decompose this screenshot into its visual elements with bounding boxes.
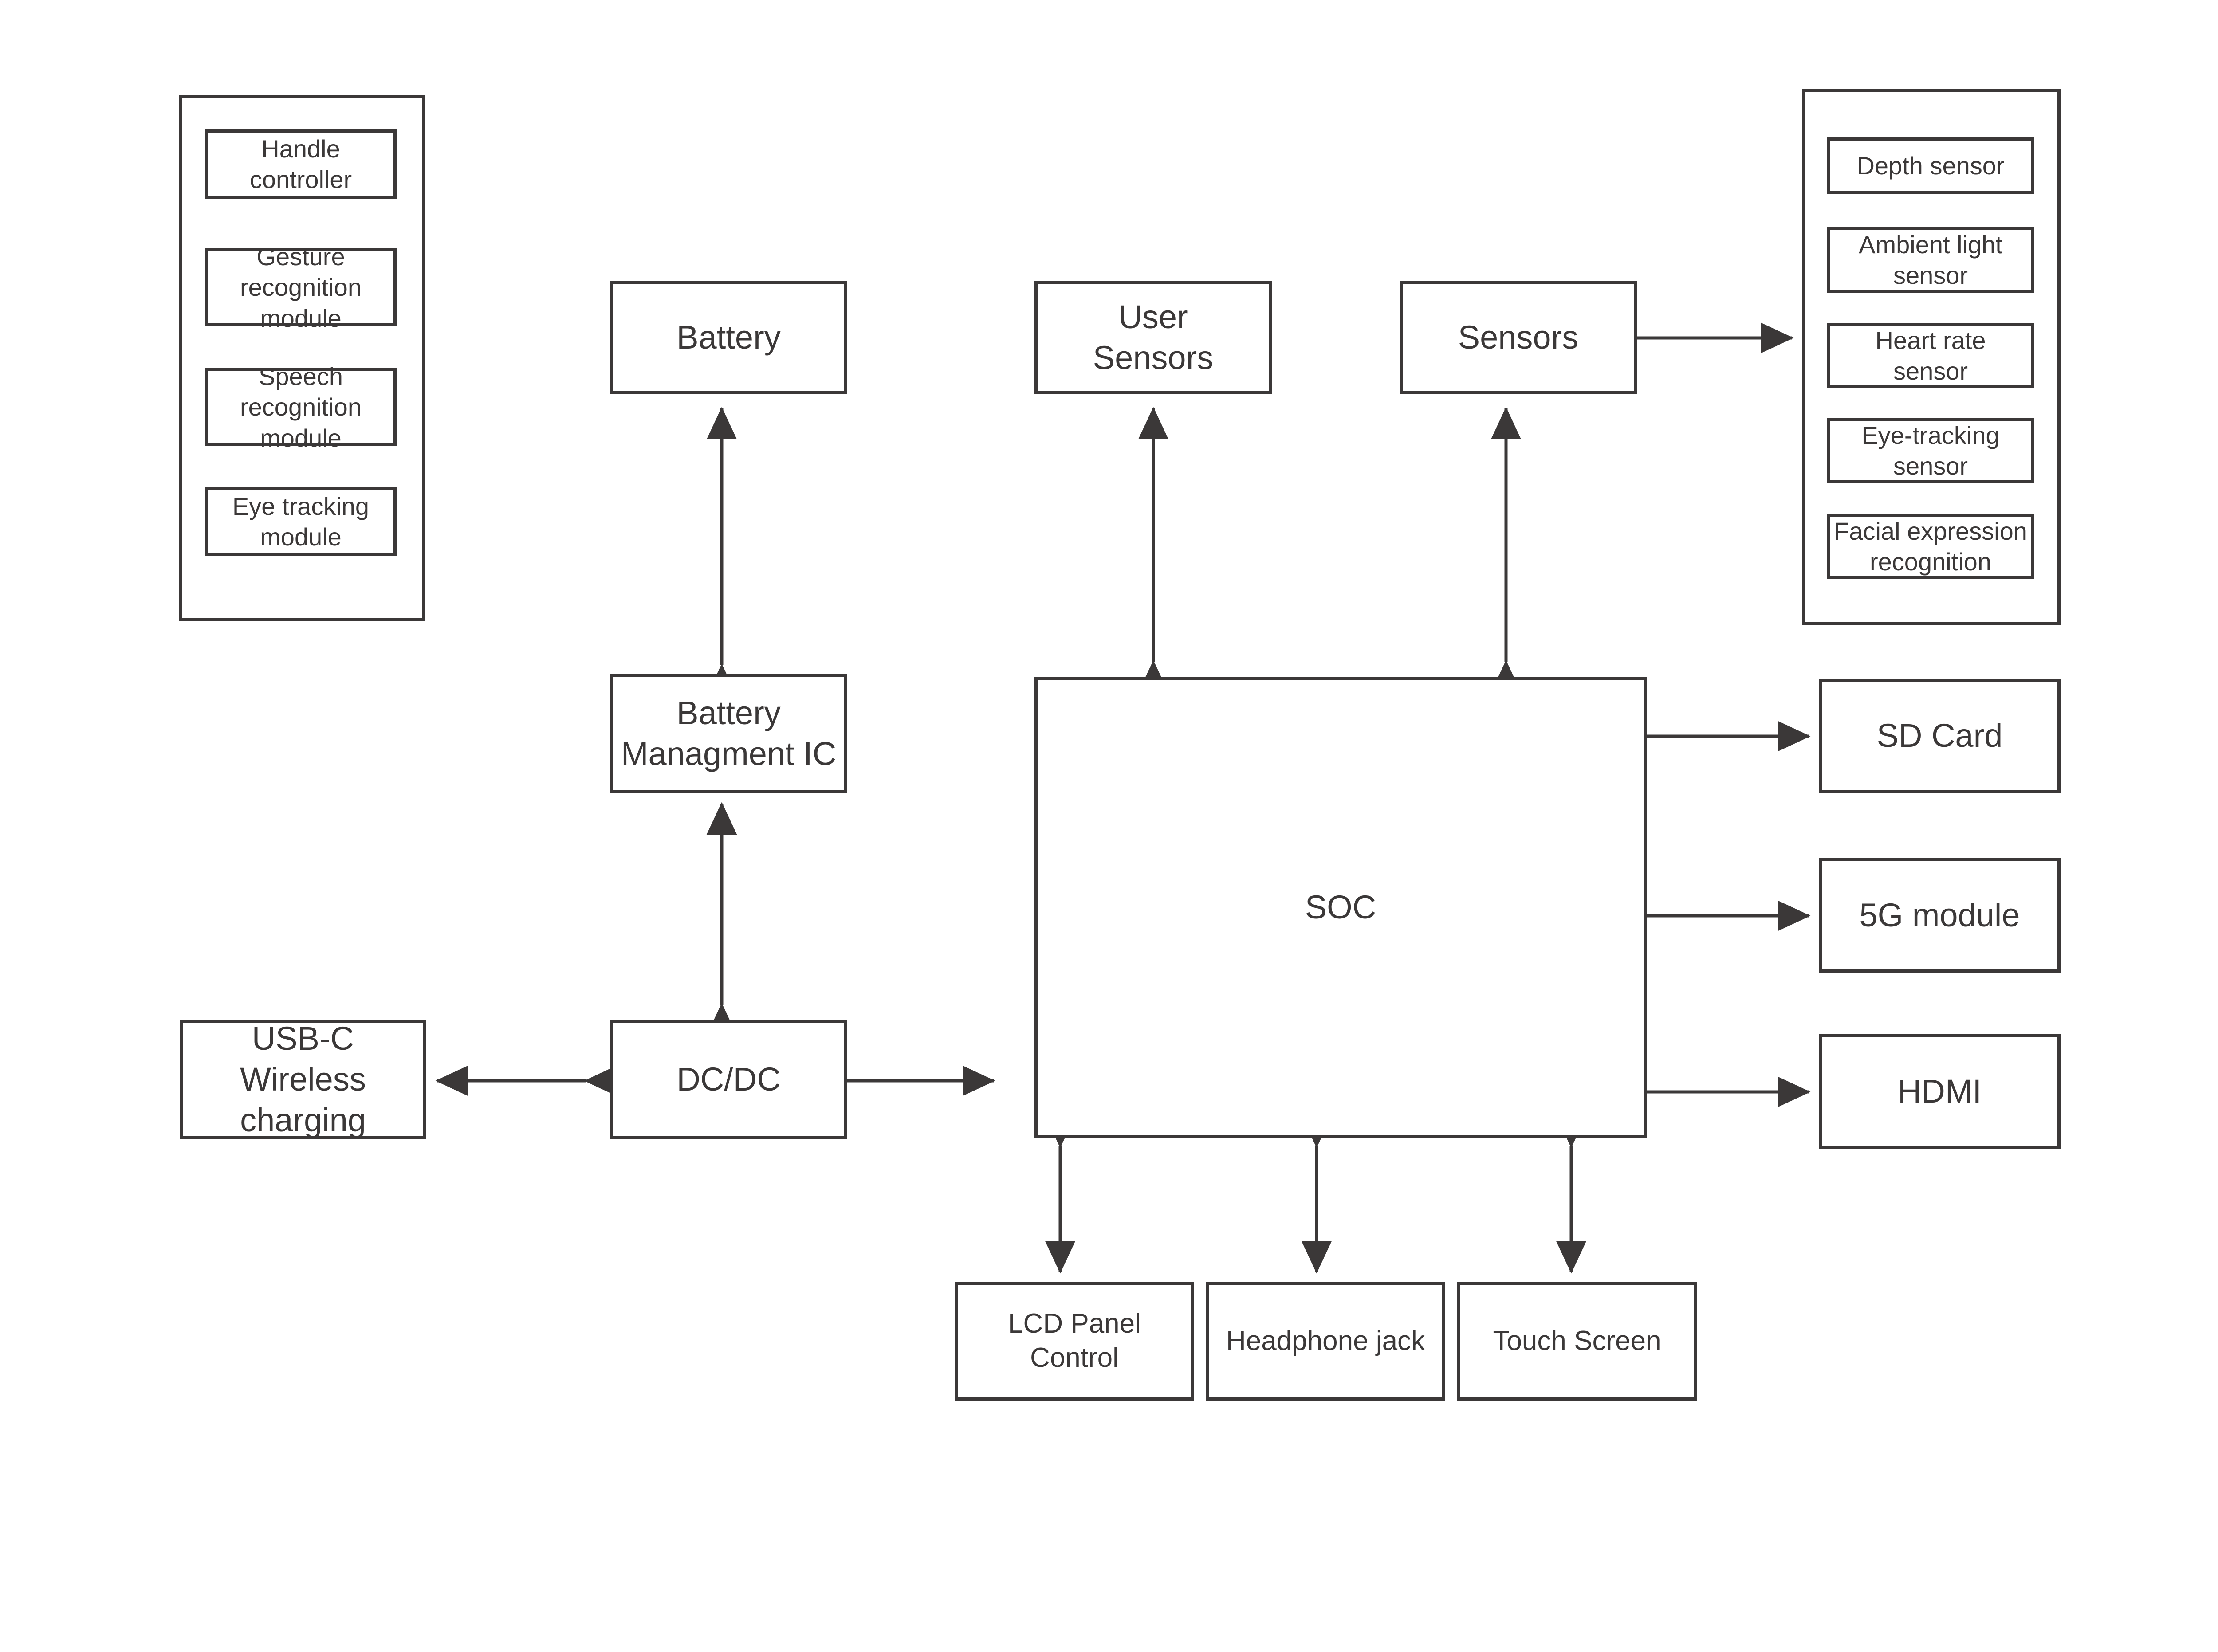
sensor-ambient-light[interactable]: Ambient light sensor <box>1827 227 2034 293</box>
block-battery-management-ic[interactable]: Battery Managment IC <box>610 674 847 793</box>
block-touch-screen[interactable]: Touch Screen <box>1457 1282 1697 1401</box>
block-sensors[interactable]: Sensors <box>1400 281 1637 394</box>
sensor-depth[interactable]: Depth sensor <box>1827 137 2034 194</box>
block-5g-module[interactable]: 5G module <box>1819 858 2061 973</box>
block-soc[interactable]: SOC <box>1034 677 1647 1138</box>
sensor-facial-expression[interactable]: Facial expression recognition <box>1827 514 2034 579</box>
block-dc-dc[interactable]: DC/DC <box>610 1020 847 1139</box>
input-module-gesture-recognition[interactable]: Gesture recognition module <box>205 243 397 332</box>
block-battery[interactable]: Battery <box>610 281 847 394</box>
block-sd-card[interactable]: SD Card <box>1819 679 2061 793</box>
input-module-speech-recognition[interactable]: Speech recognition module <box>205 362 397 452</box>
block-hdmi[interactable]: HDMI <box>1819 1034 2061 1149</box>
block-headphone-jack[interactable]: Headphone jack <box>1206 1282 1445 1401</box>
input-module-eye-tracking[interactable]: Eye tracking module <box>205 487 397 556</box>
block-user-sensors[interactable]: User Sensors <box>1034 281 1272 394</box>
sensor-eye-tracking[interactable]: Eye-tracking sensor <box>1827 418 2034 483</box>
block-usb-c-wireless-charging[interactable]: USB-C Wireless charging <box>180 1020 426 1139</box>
input-module-handle-controller[interactable]: Handle controller <box>205 129 397 199</box>
sensor-heart-rate[interactable]: Heart rate sensor <box>1827 323 2034 388</box>
block-lcd-panel-control[interactable]: LCD Panel Control <box>955 1282 1194 1401</box>
